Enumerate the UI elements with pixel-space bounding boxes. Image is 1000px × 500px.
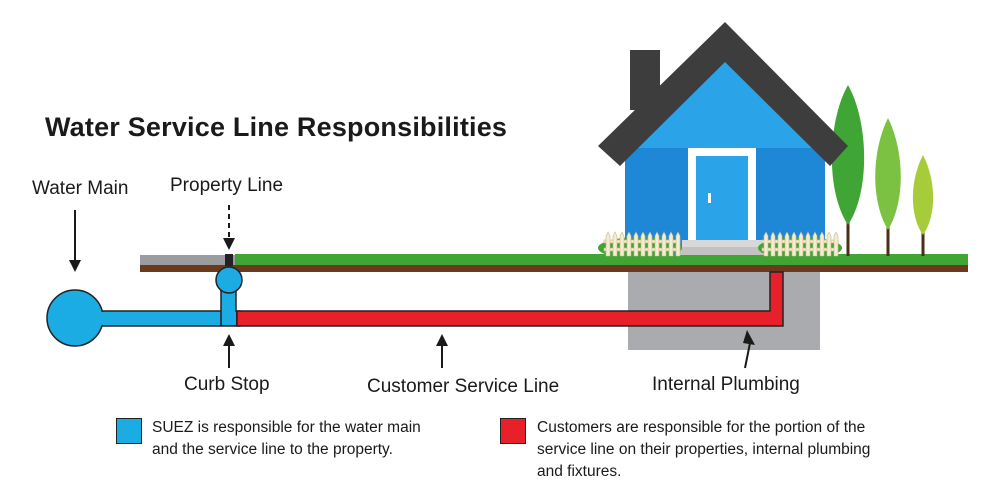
legend-line: Customers are responsible for the portio… [537,419,866,436]
fence-picket [633,231,639,257]
fence-picket [675,231,681,257]
fence-picket [640,231,646,257]
fence-picket [770,231,776,257]
legend-line: SUEZ is responsible for the water main [152,419,421,436]
internal-plumbing-arrow [744,342,751,369]
legend-text-utility: SUEZ is responsible for the water main a… [152,417,421,461]
pipes [46,254,784,347]
property-line-label: Property Line [170,175,284,196]
fences [598,231,842,259]
curb-stop-label: Curb Stop [184,374,270,395]
fence-picket [619,231,625,257]
curb-stop-valve [215,266,243,294]
sidewalk [140,255,235,267]
fence-picket [805,231,811,257]
diagram-title: Water Service Line Responsibilities [45,112,508,142]
internal-plumbing-label: Internal Plumbing [652,374,800,395]
fence-picket [605,231,611,257]
trees [831,85,934,256]
fence-picket [833,231,839,257]
grass-strip [235,254,968,265]
customer-service-line-label: Customer Service Line [367,376,560,397]
legend-swatch-customer [500,418,526,444]
fence-picket [626,231,632,257]
fence-picket [798,231,804,257]
legend-line: service line on their properties, intern… [537,441,871,458]
fence-picket [654,231,660,257]
fence-picket [777,231,783,257]
fence-picket [647,231,653,257]
house [598,22,848,255]
legend-swatch-utility [116,418,142,444]
arrows [69,205,755,369]
fence-picket [791,231,797,257]
basement [628,270,820,350]
fence-picket [826,231,832,257]
fence-picket [661,231,667,257]
legend-line: and the service line to the property. [152,441,393,458]
soil-line [140,265,968,272]
legend-text-customer: Customers are responsible for the portio… [537,417,870,483]
fence-picket [612,231,618,257]
customer-service-pipe [236,271,784,327]
utility-service-pipe [94,310,241,327]
curb-stop-cap [225,254,233,266]
fence-picket [668,231,674,257]
fence-picket [784,231,790,257]
fence-picket [763,231,769,257]
water-main-pipe [46,289,104,347]
legend-line: and fixtures. [537,463,622,480]
water-main-label: Water Main [32,178,129,199]
fence-picket [812,231,818,257]
fence-picket [819,231,825,257]
